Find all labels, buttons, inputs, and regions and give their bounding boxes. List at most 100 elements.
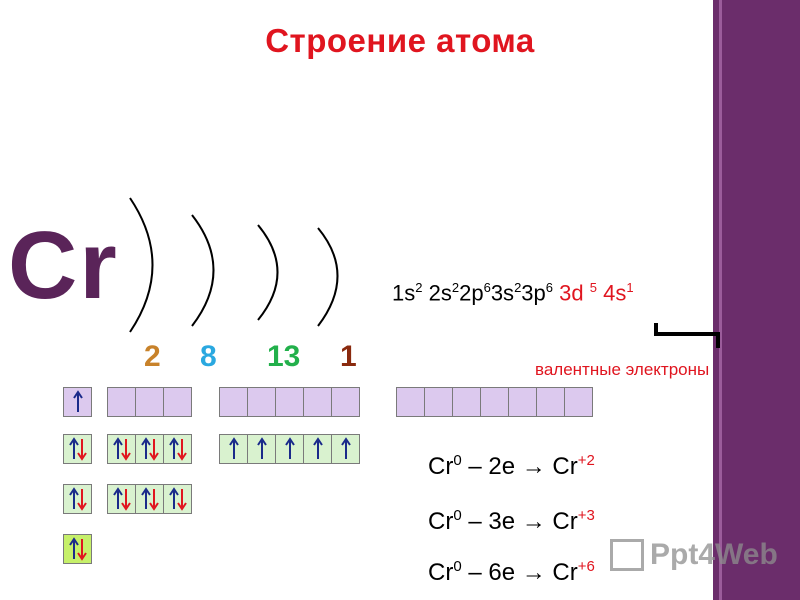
eq3-left-charge: 0 [453, 558, 462, 575]
electron-pair-arrows [68, 537, 87, 561]
orbital-cell [163, 434, 192, 464]
config-3p: 3p [521, 280, 546, 306]
orbital-cell [219, 387, 248, 417]
eq2-left: Cr [428, 508, 454, 535]
orbital-cell [303, 387, 332, 417]
orbital-cell [331, 434, 360, 464]
eq1-op: – 2e → Cr [468, 453, 578, 480]
shell-count-2: 8 [200, 340, 217, 373]
orbital-cell [63, 434, 92, 464]
shell-count-1: 2 [144, 340, 161, 373]
orbital-cell [63, 387, 92, 417]
eq3-left: Cr [428, 559, 454, 586]
orbital-cell [303, 434, 332, 464]
equation-cr-plus2: Cr0 – 2e → Cr+2 [428, 452, 595, 481]
electron-shells [129, 197, 720, 348]
eq1-left: Cr [428, 453, 454, 480]
orbital-cell [163, 484, 192, 514]
orbital-cell [275, 434, 304, 464]
config-2s-count: 2 [451, 280, 460, 295]
orbital-cell [564, 387, 593, 417]
orbital-cell [135, 387, 164, 417]
config-1s: 1s [392, 280, 416, 306]
electron-pair-arrows [168, 487, 187, 511]
config-3p-count: 6 [545, 280, 554, 295]
orbital-cell [163, 387, 192, 417]
orbital-cell [480, 387, 509, 417]
electron-configuration: 1s2 2s22p63s23p6 3d 5 4s1 [392, 280, 634, 306]
orbital-group [63, 534, 92, 564]
orbital-group [107, 484, 192, 514]
eq2-right-charge: +3 [577, 507, 595, 524]
electron-pair-arrows [168, 437, 187, 461]
eq1-right-charge: +2 [577, 452, 595, 469]
orbital-cell [508, 387, 537, 417]
electron-pair-arrows [68, 487, 87, 511]
config-2s: 2s [428, 280, 452, 306]
slide-title: Строение атома [265, 22, 535, 59]
orbital-cell [107, 434, 136, 464]
shell-arc-4 [317, 227, 339, 327]
orbital-cell [247, 387, 276, 417]
orbital-cell [63, 484, 92, 514]
shell-arc-2 [191, 214, 215, 327]
orbital-group [63, 484, 92, 514]
electron-pair-arrows [140, 487, 159, 511]
orbital-cell [424, 387, 453, 417]
element-symbol: Cr [8, 212, 119, 319]
orbital-cell [135, 434, 164, 464]
watermark-logo: Ppt4Web [610, 538, 778, 572]
config-3s: 3s [490, 280, 515, 306]
shell-arc-1 [129, 197, 154, 333]
eq3-op: – 6e → Cr [468, 559, 578, 586]
equation-cr-plus6: Cr0 – 6e → Cr+6 [428, 558, 595, 587]
electron-up-arrow [256, 437, 267, 459]
electron-pair-arrows [140, 437, 159, 461]
electron-pair-arrows [112, 487, 131, 511]
orbital-cell [275, 387, 304, 417]
shell-count-4: 1 [340, 340, 357, 373]
config-2p-count: 6 [483, 280, 491, 295]
config-4s: 4s [603, 280, 627, 306]
orbital-cell [396, 387, 425, 417]
electron-up-arrow [72, 390, 83, 412]
orbital-group [63, 387, 92, 417]
eq3-right-charge: +6 [577, 558, 595, 575]
orbital-cell [536, 387, 565, 417]
valence-bracket [654, 323, 720, 336]
orbital-cell [135, 484, 164, 514]
eq2-left-charge: 0 [453, 507, 462, 524]
orbital-cell [331, 387, 360, 417]
decorative-side-band [713, 0, 800, 600]
eq1-left-charge: 0 [453, 452, 462, 469]
config-3s-count: 2 [514, 280, 522, 295]
orbital-group [63, 434, 92, 464]
electron-up-arrow [228, 437, 239, 459]
orbital-group [107, 387, 192, 417]
orbital-group [219, 387, 360, 417]
orbital-group [107, 434, 192, 464]
orbital-cell [247, 434, 276, 464]
orbital-cell [219, 434, 248, 464]
orbital-cell [63, 534, 92, 564]
electron-up-arrow [312, 437, 323, 459]
eq2-op: – 3e → Cr [468, 508, 578, 535]
config-3d: 3d [559, 280, 584, 306]
orbital-cell [107, 387, 136, 417]
electron-pair-arrows [112, 437, 131, 461]
config-1s-count: 2 [415, 280, 423, 295]
watermark-icon [610, 539, 644, 571]
electron-pair-arrows [68, 437, 87, 461]
electron-up-arrow [284, 437, 295, 459]
orbital-group [396, 387, 593, 417]
shell-count-3: 13 [267, 340, 301, 373]
watermark-text: Ppt4Web [650, 538, 778, 571]
shell-arc-3 [257, 224, 279, 321]
side-band-stripe [719, 0, 722, 600]
valence-electrons-label: валентные электроны [535, 360, 710, 379]
config-2p: 2p [459, 280, 484, 306]
config-3d-count: 5 [589, 280, 597, 295]
electron-up-arrow [340, 437, 351, 459]
orbital-group [219, 434, 360, 464]
equation-cr-plus3: Cr0 – 3e → Cr+3 [428, 507, 595, 536]
